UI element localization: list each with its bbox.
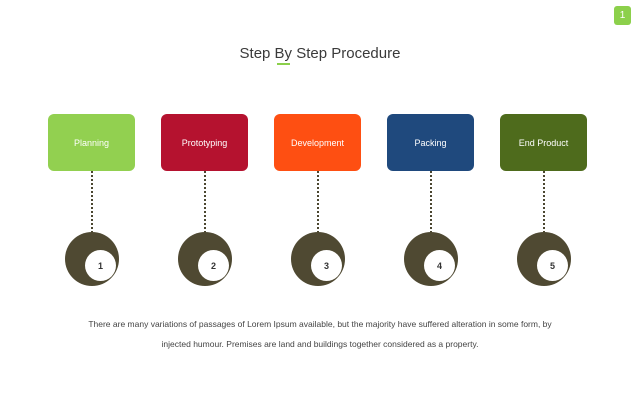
step-box-development[interactable]: Development — [274, 114, 361, 171]
step-box-packing[interactable]: Packing — [387, 114, 474, 171]
step-number: 4 — [424, 250, 455, 281]
step-box-planning[interactable]: Planning — [48, 114, 135, 171]
page-number-badge: 1 — [614, 6, 631, 25]
connector-line — [204, 171, 206, 241]
description-text: There are many variations of passages of… — [88, 319, 552, 349]
step-4: Packing 4 — [387, 114, 477, 289]
title-underline — [277, 63, 290, 65]
step-2: Prototyping 2 — [161, 114, 251, 289]
step-box-end-product[interactable]: End Product — [500, 114, 587, 171]
step-number: 3 — [311, 250, 342, 281]
page-title: Step By Step Procedure — [239, 45, 401, 62]
step-number: 1 — [85, 250, 116, 281]
connector-line — [91, 171, 93, 241]
connector-line — [430, 171, 432, 241]
step-3: Development 3 — [274, 114, 364, 289]
step-box-prototyping[interactable]: Prototyping — [161, 114, 248, 171]
step-number: 5 — [537, 250, 568, 281]
connector-line — [317, 171, 319, 241]
connector-line — [543, 171, 545, 241]
step-1: Planning 1 — [48, 114, 138, 289]
step-number: 2 — [198, 250, 229, 281]
step-5: End Product 5 — [500, 114, 590, 289]
